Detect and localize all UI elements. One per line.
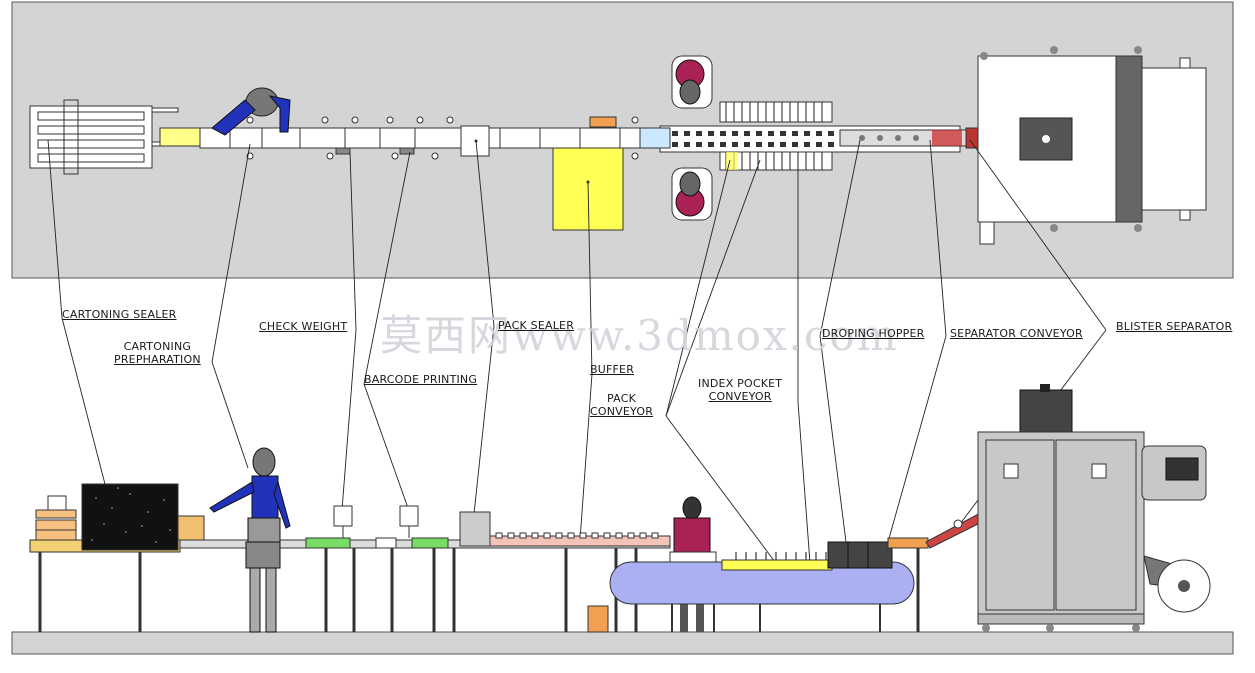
plan-main-conveyor: [199, 116, 671, 160]
label-cartoning-sealer: CARTONING SEALER: [62, 308, 177, 321]
leader-lines: [47, 139, 1107, 591]
side-pack-sealer: [459, 511, 491, 547]
side-buffer-bin: [587, 605, 609, 633]
label-barcode-printing: BARCODE PRINTING: [364, 373, 478, 386]
side-separator-conveyor: [887, 511, 987, 549]
label-check-weight: CHECK WEIGHT: [259, 320, 348, 333]
label-pack-conveyor: PACK CONVEYOR: [590, 392, 653, 418]
side-cartoning-sealer: [29, 483, 205, 632]
label-droping-hopper: DROPING HOPPER: [822, 327, 925, 340]
label-blister-separator: BLISTER SEPARATOR: [1116, 320, 1233, 333]
side-index-pocket-conveyor: [609, 548, 920, 632]
side-dropping-hopper: [827, 541, 893, 569]
plan-worker-cartoning: [211, 87, 291, 136]
label-index-pocket-conveyor: INDEX POCKET CONVEYOR: [698, 377, 782, 403]
plan-separator-conveyor: [839, 127, 981, 149]
watermark: 莫西网www.3dmox.com: [380, 311, 899, 360]
label-pack-conveyor-line1: PACK: [607, 392, 637, 405]
label-cartoning-prepharation-line2: PREPHARATION: [114, 353, 201, 366]
plan-blister-separator: [977, 46, 1207, 245]
plan-worker-bottom: [671, 167, 713, 221]
side-worker-cartoning: [209, 447, 291, 633]
label-pack-conveyor-line2: CONVEYOR: [590, 405, 654, 418]
label-index-pocket-conveyor-line2: CONVEYOR: [708, 390, 772, 403]
plan-cartoning-sealer: [29, 99, 203, 175]
plan-worker-top: [671, 55, 713, 109]
side-blister-separator: [977, 384, 1211, 632]
floor: [11, 631, 1234, 655]
label-cartoning-prepharation: CARTONING PREPHARATION: [114, 340, 201, 366]
label-pack-sealer: PACK SEALER: [498, 319, 575, 332]
side-check-weight-device: [333, 505, 353, 538]
label-cartoning-prepharation-line1: CARTONING: [123, 340, 192, 353]
label-index-pocket-conveyor-line1: INDEX POCKET: [698, 377, 783, 390]
side-barcode-printer: [399, 505, 419, 538]
label-separator-conveyor: SEPARATOR CONVEYOR: [950, 327, 1083, 340]
label-buffer: BUFFER: [590, 363, 635, 376]
